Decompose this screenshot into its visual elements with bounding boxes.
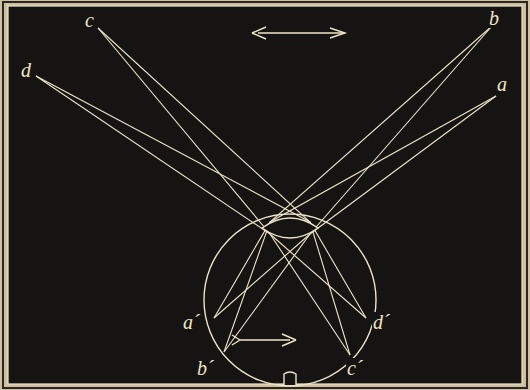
point-label: d´ [372, 312, 391, 332]
light-ray [224, 26, 492, 352]
point-label: b´ [196, 358, 215, 378]
light-ray [36, 76, 366, 318]
light-ray [224, 26, 492, 352]
point-label: a´ [182, 312, 201, 332]
light-ray [36, 76, 366, 318]
point-label: c´ [346, 358, 364, 378]
point-label: b [488, 8, 500, 28]
point-label: a [496, 74, 508, 94]
light-ray [214, 96, 496, 318]
light-ray [214, 96, 496, 318]
light-ray [98, 28, 350, 355]
light-ray [98, 28, 350, 355]
point-label: d [20, 60, 32, 80]
point-label: c [84, 10, 95, 30]
